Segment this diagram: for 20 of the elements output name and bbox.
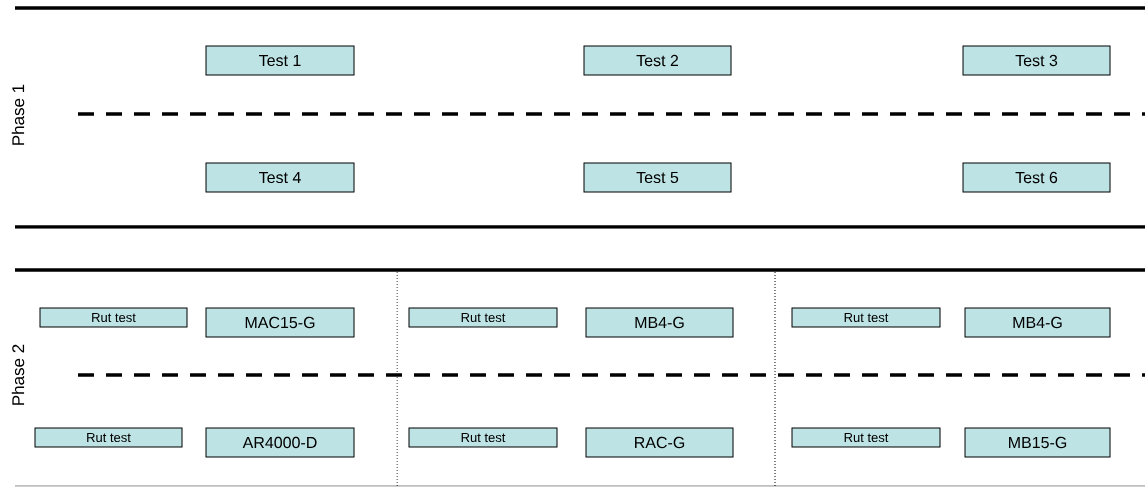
test-box: Test 1 (205, 45, 355, 76)
test-box: Test 3 (962, 45, 1111, 76)
test-box: Test 6 (962, 162, 1111, 193)
test-box: MB4-G (585, 307, 734, 338)
test-box: MB4-G (964, 307, 1111, 338)
test-box: Test 5 (583, 162, 732, 193)
test-box: MAC15-G (205, 307, 355, 338)
phase-label: Phase 1 (11, 84, 25, 145)
test-box: RAC-G (585, 427, 734, 458)
test-box: AR4000-D (205, 427, 355, 458)
test-box: Rut test (34, 427, 183, 448)
test-box: Rut test (791, 307, 941, 328)
test-box: Rut test (39, 307, 188, 328)
test-box: Test 2 (583, 45, 732, 76)
phase-label: Phase 2 (11, 344, 25, 405)
test-box: Test 4 (205, 162, 355, 193)
test-box: Rut test (791, 427, 941, 448)
test-box: MB15-G (964, 427, 1111, 458)
test-box: Rut test (408, 307, 558, 328)
test-box: Rut test (408, 427, 558, 448)
